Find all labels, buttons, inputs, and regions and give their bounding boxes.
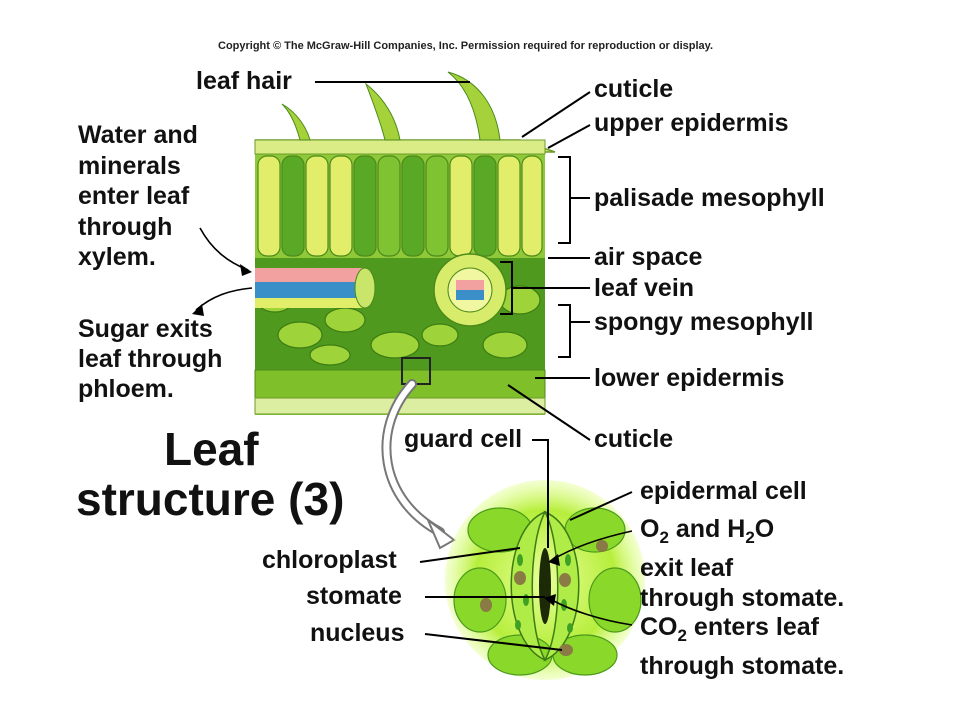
- label-lower-epidermis: lower epidermis: [594, 364, 785, 392]
- o2-h2o-note: O2 and H2O exit leaf through stomate.: [640, 514, 844, 613]
- water-line-1: Water and: [78, 121, 198, 149]
- label-guard-cell: guard cell: [404, 425, 523, 453]
- sugar-line-3: phloem.: [78, 375, 174, 403]
- o2-line3: through stomate.: [640, 584, 845, 612]
- vein-cross-section: [433, 253, 507, 327]
- stomate-detail: [445, 480, 645, 680]
- o2-line1: O2 and H2O: [640, 515, 775, 547]
- copyright-notice: Copyright © The McGraw-Hill Companies, I…: [218, 40, 714, 52]
- label-air-space: air space: [594, 243, 703, 271]
- water-line-5: xylem.: [78, 243, 156, 271]
- leaf-cross-section: [254, 71, 556, 415]
- label-upper-epidermis: upper epidermis: [594, 109, 789, 137]
- o2-line2: exit leaf: [640, 554, 734, 582]
- label-stomate: stomate: [306, 582, 402, 610]
- label-cuticle-top: cuticle: [594, 75, 674, 103]
- label-cuticle-bottom: cuticle: [594, 425, 674, 453]
- page-title: Leaf structure (3): [76, 424, 344, 524]
- label-chloroplast: chloroplast: [262, 546, 397, 574]
- title-line-1: Leaf: [164, 423, 259, 475]
- co2-line1: CO2 enters leaf: [640, 613, 819, 645]
- vein-tube: [255, 267, 376, 309]
- water-line-4: through: [78, 212, 173, 241]
- label-palisade-mesophyll: palisade mesophyll: [594, 184, 825, 212]
- co2-line2: through stomate.: [640, 652, 845, 680]
- label-nucleus: nucleus: [310, 619, 405, 647]
- label-leaf-vein: leaf vein: [594, 274, 695, 302]
- label-epidermal-cell: epidermal cell: [640, 477, 807, 505]
- sugar-note: Sugar exits leaf through phloem.: [78, 314, 222, 404]
- water-note: Water and minerals enter leaf through xy…: [78, 120, 198, 273]
- co2-note: CO2 enters leaf through stomate.: [640, 612, 844, 681]
- water-line-3: enter leaf: [78, 182, 190, 210]
- water-line-2: minerals: [78, 151, 181, 180]
- label-spongy-mesophyll: spongy mesophyll: [594, 308, 814, 336]
- title-line-2: structure (3): [76, 473, 345, 525]
- sugar-line-2: leaf through: [78, 345, 223, 373]
- label-leaf-hair: leaf hair: [196, 67, 292, 95]
- sugar-line-1: Sugar exits: [78, 315, 213, 343]
